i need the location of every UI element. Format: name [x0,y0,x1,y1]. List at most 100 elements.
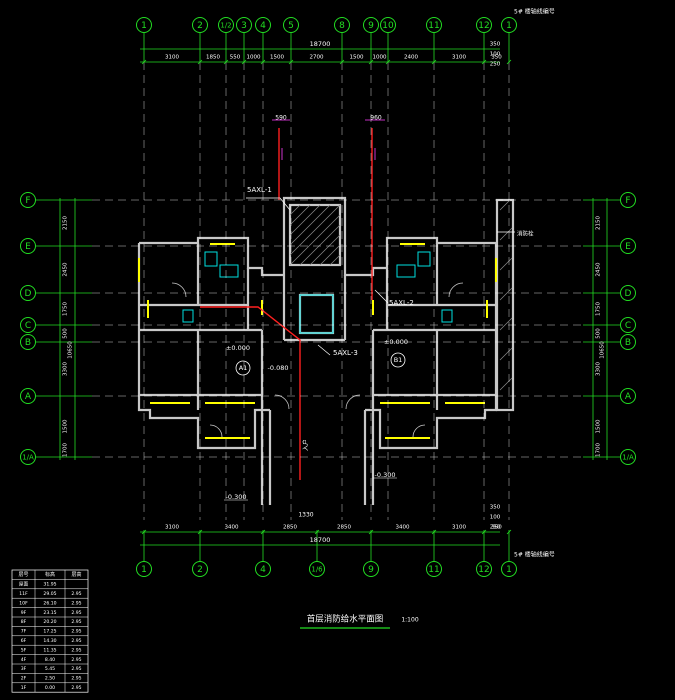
legend-cell-7-0: 5F [21,647,27,653]
axis-bottom-3: 1/6 [311,566,323,574]
elevation-right-unit: ±0.000 [384,338,408,346]
axis-right-0-circle [620,192,636,208]
magenta-leaders [272,119,385,160]
drawing-title: 首层消防给水平面图 [307,614,384,625]
right-side-dim-1: 2450 [596,262,602,276]
legend-cell-4-0: 8F [21,619,27,625]
top-small-dim-0: 350 [490,42,501,48]
elevation-outside-right: -0.300 [375,471,396,479]
corridor-dim: 1330 [298,512,313,519]
windows [138,243,497,439]
bottom-tick-7 [506,529,512,535]
top-small-dim-1: 100 [490,52,501,58]
bottom-tick-5 [431,529,437,535]
left-side-dim-1: 2450 [63,262,69,276]
axis-top-3: 3 [241,21,247,31]
axis-right-2: D [625,289,632,299]
axis-right-4-circle [620,334,636,350]
left-side-dim-2: 1750 [63,302,69,316]
legend-cell-10-1: 2.50 [45,676,55,682]
legend-cell-0-1: 31.95 [43,582,56,588]
legend-header-1: 标高 [45,571,55,578]
axis-left-0: F [25,196,30,206]
legend-cell-8-1: 8.40 [45,657,55,663]
top-segment-dim-10: 350 [491,55,502,61]
top-tick-2 [223,59,229,65]
bottom-segment-dim-1: 3400 [225,525,239,531]
bottom-segment-dim-5: 3100 [452,525,466,531]
bottom-segment-dim-0: 3100 [165,525,179,531]
bottom-small-dim-0: 350 [490,505,501,511]
legend-cell-11-1: 0.00 [45,685,55,691]
bottom-tick-3 [314,529,320,535]
pipe-label-right-top: 960 [370,115,382,122]
axis-bottom-0: 1 [141,565,147,575]
legend-cell-2-0: 10F [19,600,28,606]
axis-left-0-circle [20,192,36,208]
axis-left-2-circle [20,285,36,301]
legend-cell-3-1: 23.15 [43,610,56,616]
axis-right-3-circle [620,317,636,333]
note-bottom-right: 5# 楼轴线编号 [514,551,555,559]
bottom-segment-dim-3: 2850 [337,525,351,531]
axis-left-6: 1/A [22,454,34,462]
bottom-tick-2 [260,529,266,535]
elevation-outside-left: -0.300 [226,493,247,501]
axis-top-1: 2 [197,21,203,31]
axis-left-3-circle [20,317,36,333]
legend-cell-1-0: 11F [19,591,28,597]
top-segment-dim-7: 1000 [373,55,387,61]
note-top-right: 5# 楼轴线编号 [514,8,555,16]
legend-table-frame [11,569,89,693]
elevation-lobby: -0.080 [268,364,289,372]
top-segment-dim-4: 1500 [270,55,284,61]
top-segment-dim-9: 3100 [452,55,466,61]
legend-cell-9-0: 3F [21,666,27,672]
riser-label-1: 5AXL-1 [247,186,272,194]
top-tick-9 [431,59,437,65]
axis-right-1: E [625,242,631,252]
right-side-dim-3: 500 [596,328,602,339]
right-side-dim-5: 1500 [596,419,602,433]
axis-top-9-circle [426,17,442,33]
axis-top-1-circle [192,17,208,33]
axis-right-3: C [625,321,631,331]
axis-left-1: E [25,242,31,252]
bottom-small-dim-1: 100 [490,515,501,521]
legend-cell-6-0: 6F [21,638,27,644]
bottom-tick-1 [197,529,203,535]
legend-cell-2-2: 2.95 [71,600,81,606]
axis-bottom-6-circle [476,561,492,577]
legend-cell-5-0: 7F [21,629,27,635]
axis-top-9: 11 [428,21,439,31]
bottom-total-dim: 18700 [310,536,331,544]
left-outer-dim: 10650 [68,341,74,359]
top-total-dim: 18700 [310,40,331,48]
right-side-dim-6: 1700 [596,443,602,457]
axis-bottom-5: 11 [428,565,439,575]
axis-bottom-0-circle [136,561,152,577]
top-tick-0 [141,59,147,65]
legend-cell-3-2: 2.95 [71,610,81,616]
axis-top-7-circle [363,17,379,33]
main-pipe-label: 入户 [302,439,310,451]
top-tick-10 [481,59,487,65]
riser-label-2: 5AXL-2 [389,299,414,307]
axis-top-2: 1/2 [220,22,231,30]
top-tick-3 [241,59,247,65]
top-segment-dim-5: 2700 [310,55,324,61]
axis-top-10-circle [476,17,492,33]
axis-top-5-circle [283,17,299,33]
axis-right-5: A [625,392,632,402]
axis-top-5: 5 [288,21,294,31]
right-outer-dim: 10650 [600,341,606,359]
axis-top-0-circle [136,17,152,33]
leader-lines [246,197,515,356]
right-note-label: 消防栓 [517,230,534,238]
legend-cell-7-2: 2.95 [71,647,81,653]
legend-cell-6-1: 14.30 [43,638,56,644]
axis-bottom-5-circle [426,561,442,577]
bottom-segment-dim-2: 2850 [283,525,297,531]
axis-top-6: 8 [339,21,345,31]
